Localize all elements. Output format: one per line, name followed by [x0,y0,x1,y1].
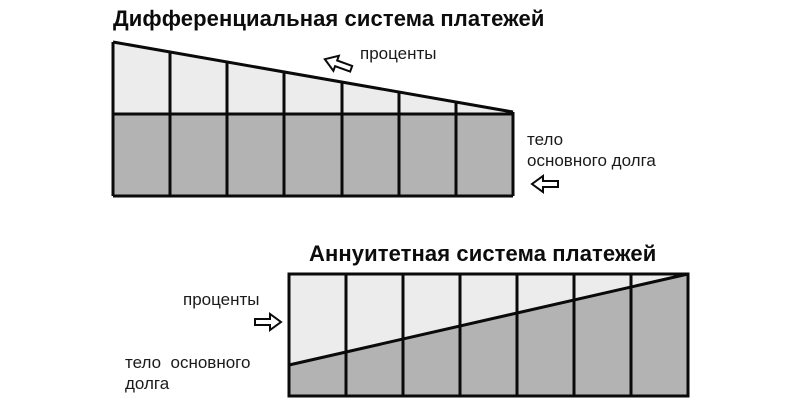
arrow-right-icon [254,312,283,332]
differential-title: Дифференциальная система платежей [113,6,545,31]
differential-chart [111,40,515,198]
annuity-title: Аннуитетная система платежей [309,241,657,266]
arrow-down-left-icon [323,54,354,73]
differential-principal-label-line2: основного долга [527,151,656,170]
arrow-left-icon [530,174,559,194]
annuity-principal-area [289,274,688,396]
annuity-principal-label-line1: тело основного [125,353,251,372]
differential-principal-label-line1: тело [527,130,564,149]
annuity-interest-label: проценты [183,290,260,309]
annuity-principal-label-line2: долга [125,374,170,393]
differential-interest-label: проценты [360,44,437,63]
differential-principal-area [113,114,513,196]
annuity-chart [287,272,690,398]
